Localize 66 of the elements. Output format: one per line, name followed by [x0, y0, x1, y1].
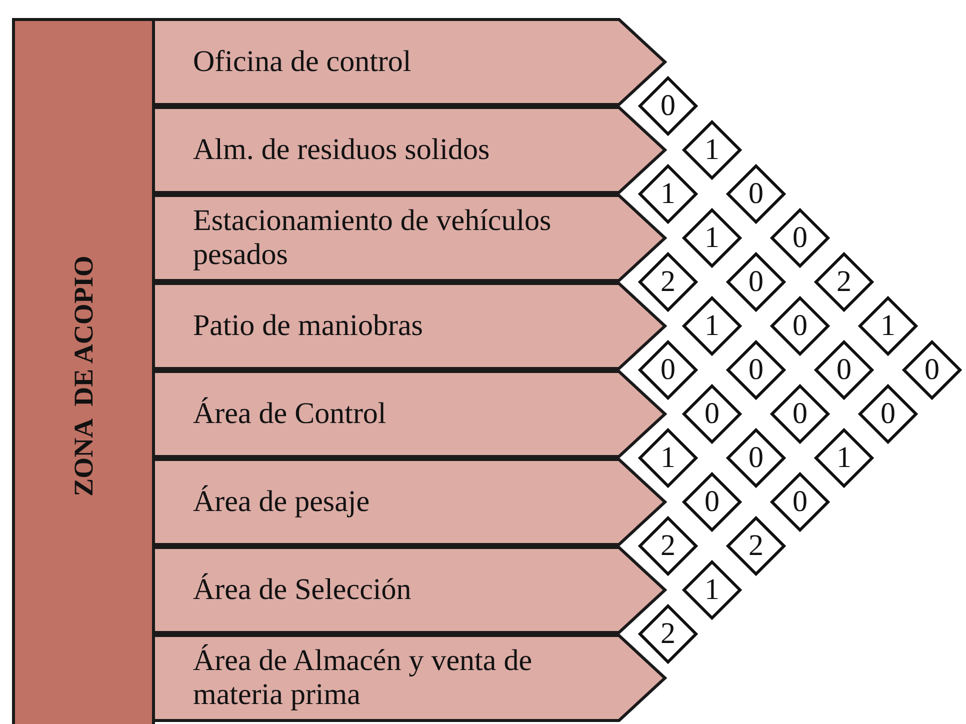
activity-label: Área de Control	[193, 397, 388, 431]
rating-value: 1	[704, 575, 720, 605]
rating-diamond	[638, 428, 698, 488]
rating-diamond	[858, 384, 918, 444]
rating-diamond	[814, 252, 874, 312]
rating-value: 0	[792, 487, 808, 517]
rating-value: 0	[748, 179, 764, 209]
activity-label: Área de pesaje	[193, 485, 371, 519]
rating-value: 0	[792, 311, 808, 341]
rating-diamond	[682, 120, 742, 180]
rating-value: 0	[748, 267, 764, 297]
rating-diamond	[770, 296, 830, 356]
rating-value: 0	[704, 487, 720, 517]
rating-diamond	[638, 76, 698, 136]
rating-value: 1	[704, 223, 720, 253]
rating-value: 0	[660, 91, 676, 121]
rating-value: 0	[880, 399, 896, 429]
rating-value: 1	[704, 135, 720, 165]
rating-value: 0	[836, 355, 852, 385]
rating-diamond	[638, 164, 698, 224]
rating-value: 0	[924, 355, 940, 385]
rating-value: 2	[660, 619, 676, 649]
rating-diamond	[770, 208, 830, 268]
activity-label: Alm. de residuos solidos	[193, 133, 491, 167]
rating-diamond	[682, 384, 742, 444]
rating-diamond	[638, 340, 698, 400]
rating-diamond	[902, 340, 962, 400]
rating-value: 2	[660, 267, 676, 297]
rating-value: 1	[704, 311, 720, 341]
rating-diamond	[726, 252, 786, 312]
activity-label: Patio de maniobras	[193, 309, 424, 343]
rating-value: 0	[704, 399, 720, 429]
rating-value: 1	[880, 311, 896, 341]
rating-diamond	[726, 428, 786, 488]
rating-diamond	[682, 296, 742, 356]
rating-diamond	[638, 516, 698, 576]
rating-diamond	[638, 252, 698, 312]
rating-value: 0	[792, 223, 808, 253]
rating-value: 0	[748, 443, 764, 473]
rating-value: 0	[792, 399, 808, 429]
zone-band	[12, 18, 155, 724]
activity-label: Oficina de control	[193, 45, 412, 79]
rating-diamond	[682, 472, 742, 532]
rating-value: 1	[660, 443, 676, 473]
rating-diamond	[770, 472, 830, 532]
rating-value: 0	[748, 355, 764, 385]
rating-value: 1	[660, 179, 676, 209]
activity-label: Estacionamiento de vehículos pesados	[193, 204, 552, 272]
zone-title: ZONA DE ACOPIO	[68, 256, 99, 496]
rating-diamond	[682, 208, 742, 268]
rating-value: 1	[836, 443, 852, 473]
rating-diamond	[726, 340, 786, 400]
rating-value: 2	[836, 267, 852, 297]
activity-label: Área de Almacén y venta de materia prima	[193, 644, 534, 712]
rating-diamond	[814, 340, 874, 400]
rating-diamond	[814, 428, 874, 488]
rating-diamond	[858, 296, 918, 356]
rating-diamond	[682, 560, 742, 620]
rating-value: 0	[660, 355, 676, 385]
rating-value: 2	[660, 531, 676, 561]
activity-label: Área de Selección	[193, 573, 412, 607]
rating-diamond	[726, 164, 786, 224]
rating-diamond	[638, 604, 698, 664]
rating-diamond	[770, 384, 830, 444]
rating-diamond	[726, 516, 786, 576]
rating-value: 2	[748, 531, 764, 561]
